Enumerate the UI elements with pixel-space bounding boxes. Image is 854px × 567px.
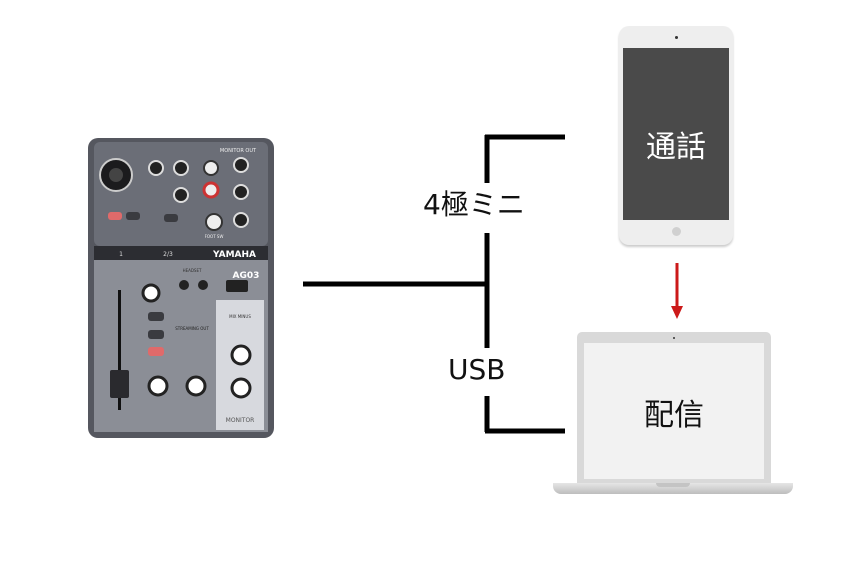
tablet-screen: 通話 [623, 48, 729, 220]
monitor-label: MONITOR [226, 417, 255, 424]
yamaha-ag03-mixer: MONITOR OUT FOOT SW 1 2/3 YAMAHA AG03 HE… [88, 138, 274, 438]
mix-minus-label: MIX MINUS [229, 314, 251, 319]
laptop-camera [673, 337, 675, 339]
usb-label: USB [448, 353, 506, 386]
streaming-out-label: STREAMING OUT [175, 326, 209, 331]
channel-23-label: 2/3 [163, 251, 173, 258]
laptop-base [553, 483, 793, 494]
streaming-label: 配信 [644, 398, 704, 433]
channel-1-label: 1 [119, 251, 123, 258]
laptop-notch [656, 483, 690, 487]
home-button-icon [672, 227, 681, 236]
headset-label: HEADSET [183, 268, 202, 273]
ag03-model-label: AG03 [233, 271, 260, 281]
tablet-device: 通話 [619, 26, 733, 245]
laptop-device: 配信 [577, 332, 771, 483]
four-pole-mini-label: 4極ミニ [423, 188, 525, 221]
monitor-out-label: MONITOR OUT [220, 148, 257, 154]
foot-sw-label: FOOT SW [205, 234, 224, 239]
arrow-down-icon [671, 306, 683, 319]
laptop-screen: 配信 [584, 343, 764, 479]
tablet-camera [675, 36, 678, 39]
call-label: 通話 [646, 130, 706, 165]
yamaha-logo: YAMAHA [212, 250, 256, 260]
